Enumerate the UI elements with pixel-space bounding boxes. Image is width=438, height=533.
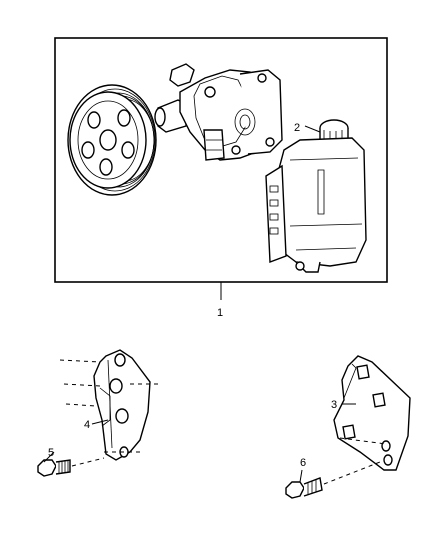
callout-2: 2 — [294, 122, 300, 134]
callout-5: 5 — [48, 447, 54, 459]
right-bracket — [333, 355, 411, 471]
right-bolt — [285, 461, 381, 499]
callout-4: 4 — [84, 419, 90, 431]
left-bracket — [59, 349, 160, 461]
pump-body — [154, 63, 283, 161]
callout-3: 3 — [331, 399, 337, 411]
callout-1: 1 — [217, 307, 223, 319]
pulley — [67, 84, 157, 196]
reservoir — [265, 119, 367, 273]
left-bolt — [37, 451, 105, 477]
callout-6: 6 — [300, 457, 306, 469]
